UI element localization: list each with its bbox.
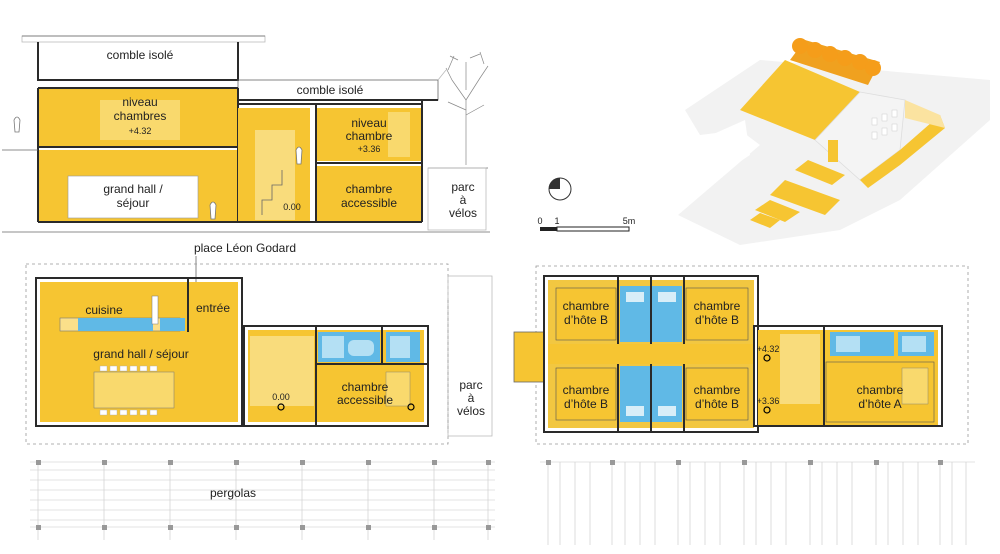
guest-room-b2-label-2: d’hôte B [695,313,739,327]
upper-floor-plan: chambre d’hôte B chambre d’hôte B chambr… [513,265,975,545]
scale-tick-5: 5m [623,216,636,226]
guest-room-b3-label-1: chambre [563,383,610,397]
bike-park-plan-label-2: à [468,391,475,405]
grand-hall-label-2: séjour [117,196,150,210]
bike-park-plan-label-3: vélos [457,404,485,418]
axonometric-view [678,38,990,245]
kitchen-label: cuisine [85,303,123,317]
scale-bar: 0 1 5m [537,216,636,232]
accessible-room-plan-label-2: accessible [337,393,393,407]
level-upper-annex: +3.36 [358,144,381,154]
attic-annex-label: comble isolé [297,83,364,97]
bike-park-plan-label-1: parc [459,378,482,392]
attic-main-label: comble isolé [107,48,174,62]
level-high-label: +4.32 [757,344,780,354]
building-section: comble isolé comble isolé niveau chambre… [2,35,490,233]
grand-hall-plan-label: grand hall / séjour [93,347,188,361]
entrance-label: entrée [196,301,230,315]
accessible-room-plan-label-1: chambre [342,380,389,394]
bike-park-label-2: à [460,193,467,207]
guest-room-b3-label-2: d’hôte B [564,397,608,411]
accessible-room-label-2: accessible [341,196,397,210]
bedrooms-level-label-1: niveau [122,95,157,109]
guest-room-b1-label-1: chambre [563,299,610,313]
pergolas-label: pergolas [210,486,256,500]
bike-park-label-1: parc [451,180,474,194]
room-level-label-2: chambre [346,129,393,143]
level-ground-section: 0.00 [283,202,301,212]
guest-room-b4-label-1: chambre [694,383,741,397]
accessible-room-label-1: chambre [346,182,393,196]
guest-room-b2-label-1: chambre [694,299,741,313]
pergola-grid [30,461,495,540]
grand-hall-label-1: grand hall / [103,182,163,196]
scale-tick-1: 1 [554,216,559,226]
level-low-label: +3.36 [757,396,780,406]
place-label: place Léon Godard [194,241,296,255]
guest-room-b4-label-2: d’hôte B [695,397,739,411]
ground-floor-plan: place Léon Godard [25,241,495,540]
bike-park-label-3: vélos [449,206,477,220]
scale-tick-0: 0 [537,216,542,226]
guest-room-b1-label-2: d’hôte B [564,313,608,327]
tree-icon [445,51,489,165]
guest-room-a-label-1: chambre [857,383,904,397]
north-arrow-icon [548,177,572,201]
bedrooms-level-label-2: chambres [114,109,167,123]
level-ground-plan: 0.00 [272,392,290,402]
guest-room-a-label-2: d’hôte A [858,397,901,411]
level-upper-main: +4.32 [129,126,152,136]
room-level-label-1: niveau [351,116,386,130]
